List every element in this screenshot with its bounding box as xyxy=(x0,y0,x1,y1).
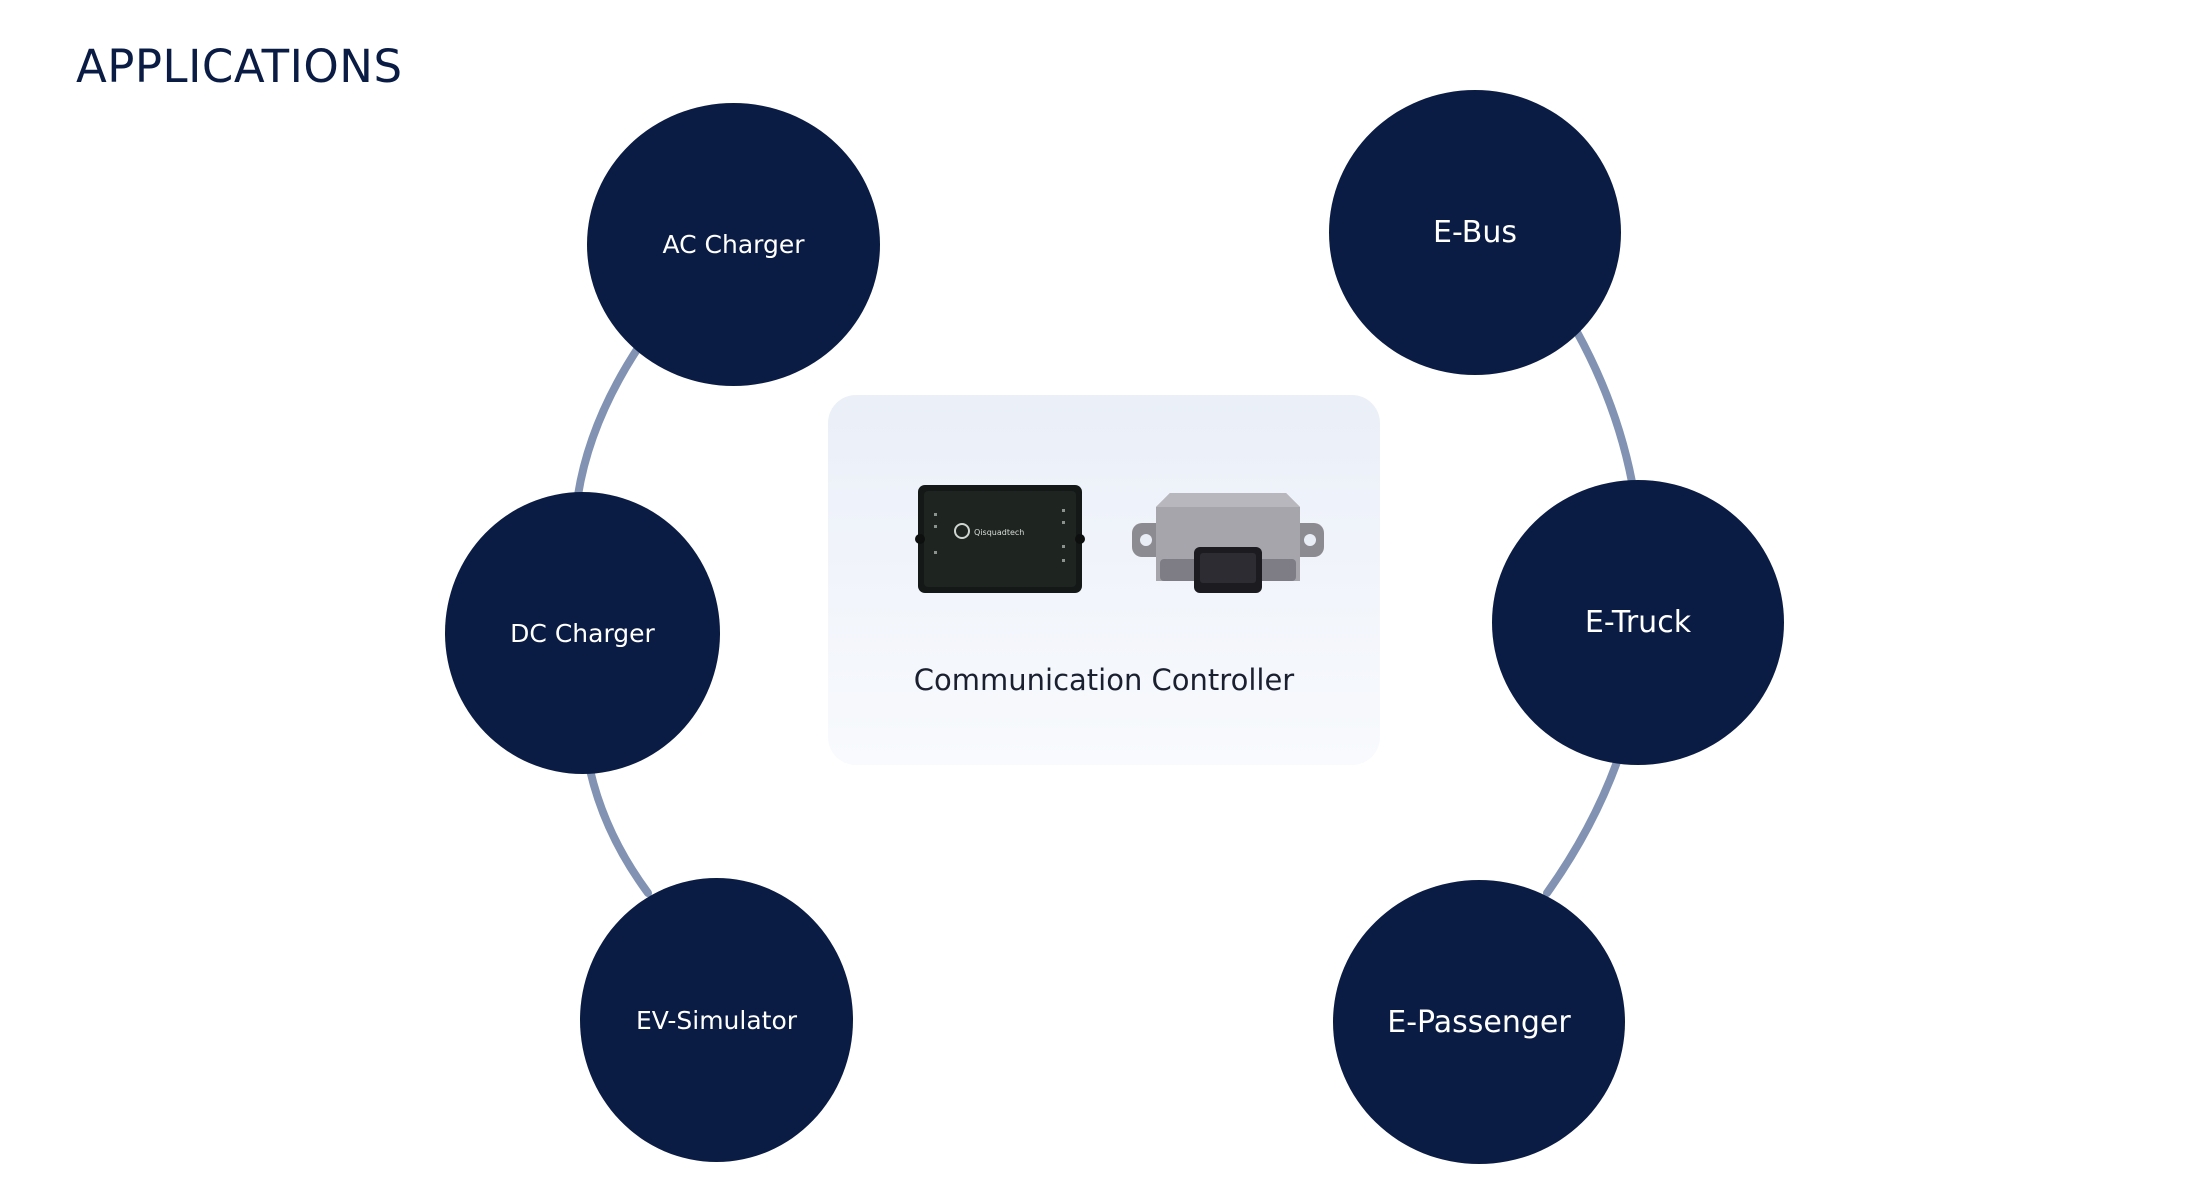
node-ev-simulator: EV-Simulator xyxy=(580,878,853,1162)
node-e-bus: E-Bus xyxy=(1329,90,1621,375)
node-label: E-Passenger xyxy=(1387,1004,1571,1040)
ecu-module-icon xyxy=(1132,493,1324,593)
node-label: EV-Simulator xyxy=(635,1005,798,1035)
arc-bus-truck xyxy=(1573,328,1636,486)
node-e-passenger: E-Passenger xyxy=(1333,880,1625,1164)
arc-dc-ev xyxy=(586,766,652,897)
node-dc-charger: DC Charger xyxy=(445,492,720,774)
node-e-truck: E-Truck xyxy=(1492,480,1784,765)
device-brand: Qisquadtech xyxy=(974,528,1024,537)
node-label: E-Bus xyxy=(1433,215,1517,250)
node-label: AC Charger xyxy=(662,230,805,259)
node-label: DC Charger xyxy=(510,618,655,648)
center-label: Communication Controller xyxy=(913,663,1295,697)
page-title: APPLICATIONS xyxy=(76,40,403,93)
communication-controller-card: Qisquadtech Communication Controller xyxy=(828,395,1380,765)
arc-truck-passenger xyxy=(1543,758,1621,897)
node-ac-charger: AC Charger xyxy=(587,103,880,386)
controller-device-icon: Qisquadtech xyxy=(915,485,1085,593)
node-label: E-Truck xyxy=(1584,605,1692,640)
arc-ac-dc xyxy=(574,341,644,499)
